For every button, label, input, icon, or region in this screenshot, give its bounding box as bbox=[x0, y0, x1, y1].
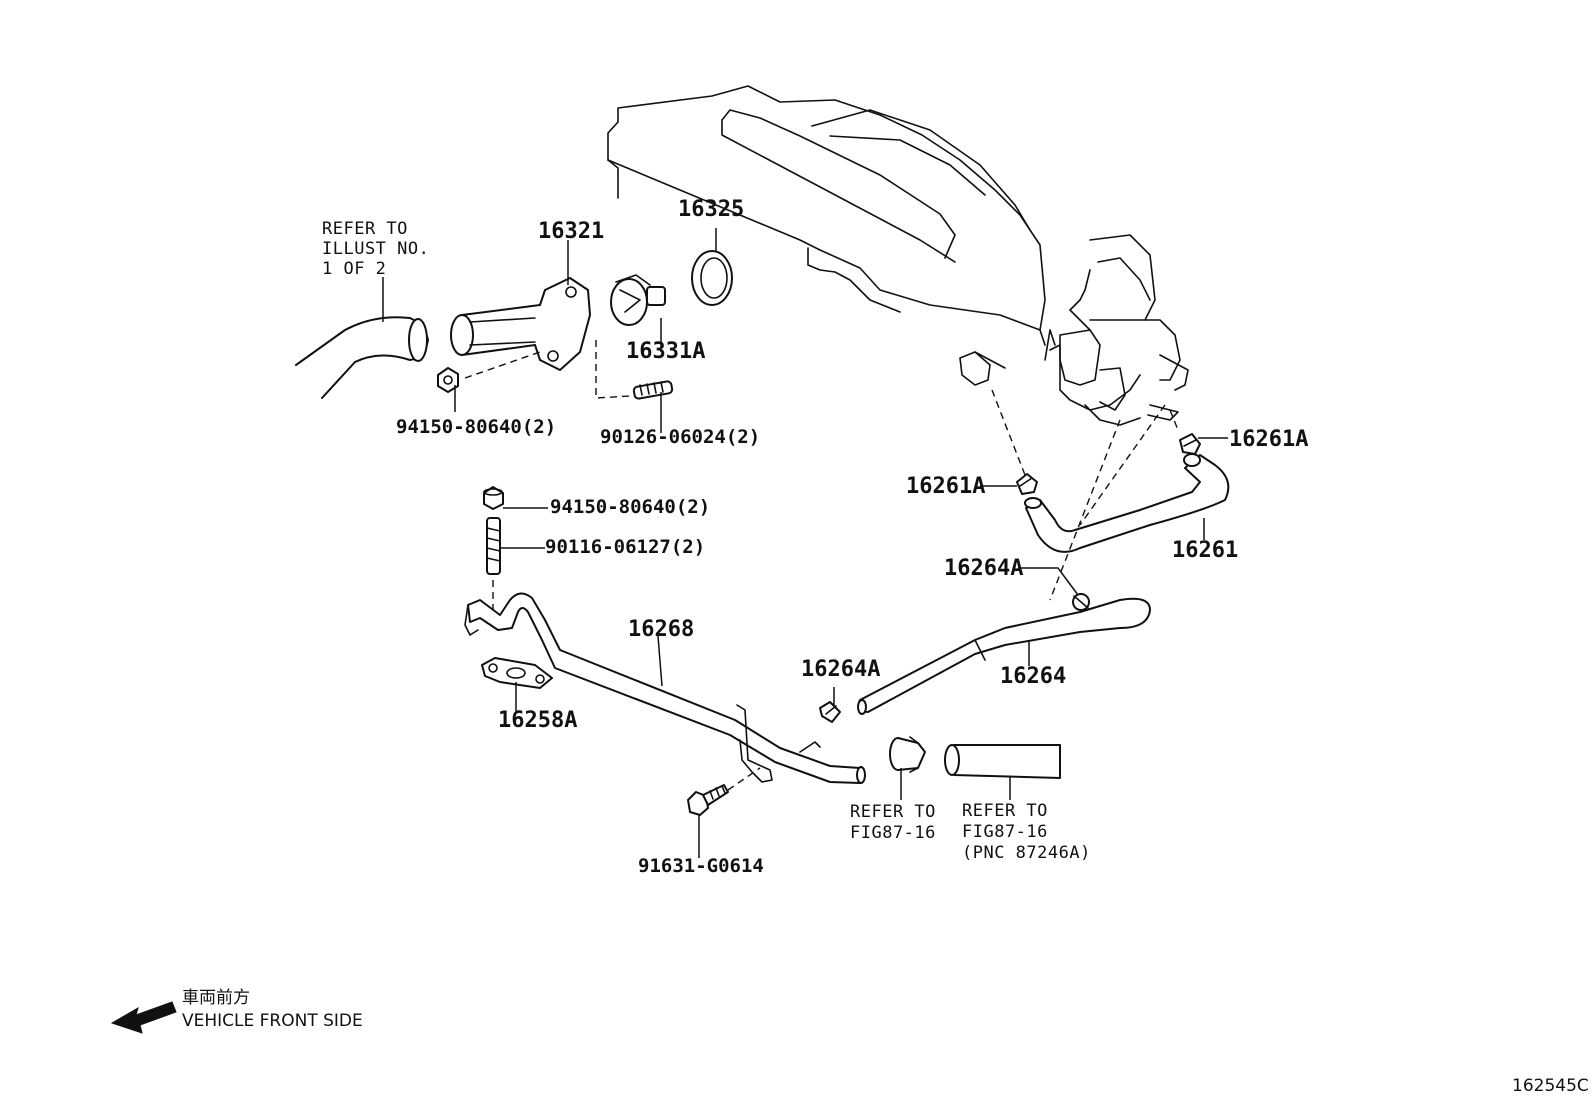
thermostat-16331A bbox=[610, 274, 666, 326]
engine-block bbox=[607, 85, 1189, 426]
label-16264: 16264 bbox=[1000, 664, 1066, 689]
front-direction-arrow-icon bbox=[110, 1001, 177, 1034]
label-16268: 16268 bbox=[628, 617, 694, 642]
refer-fig-b-line3: (PNC 87246A) bbox=[962, 843, 1091, 863]
nut-94150-top bbox=[437, 367, 459, 393]
dash-line bbox=[464, 351, 541, 379]
clamp-16261A-right bbox=[1179, 433, 1201, 455]
diagram-id: 162545C bbox=[1512, 1076, 1589, 1096]
dash-line bbox=[727, 767, 761, 791]
label-16264A-right: 16264A bbox=[944, 556, 1023, 581]
refer-illust-line1: REFER TO bbox=[322, 219, 408, 239]
clamp-16264A-right bbox=[1072, 593, 1090, 611]
refer-fig-b-line1: REFER TO bbox=[962, 801, 1048, 821]
direction-label-jp: 車両前方 bbox=[182, 988, 250, 1008]
label-91631: 91631-G0614 bbox=[638, 855, 764, 877]
stud-90126 bbox=[632, 380, 674, 400]
hose-clamp-ref bbox=[889, 736, 926, 773]
refer-fig-a-line2: FIG87-16 bbox=[850, 823, 936, 843]
heater-hose-ref bbox=[944, 744, 1061, 779]
label-16261A-left: 16261A bbox=[906, 474, 985, 499]
label-90116: 90116-06127(2) bbox=[545, 536, 705, 558]
clamp-16261A-left bbox=[1016, 473, 1038, 495]
refer-illust-line2: ILLUST NO. bbox=[322, 239, 429, 259]
dash-line bbox=[1169, 409, 1179, 431]
gasket-16258A bbox=[481, 657, 553, 689]
refer-illust-line3: 1 OF 2 bbox=[322, 259, 386, 279]
label-94150-top: 94150-80640(2) bbox=[396, 416, 556, 438]
bolt-91631 bbox=[687, 784, 729, 816]
stud-90116 bbox=[486, 517, 501, 575]
radiator-hose-upper bbox=[295, 316, 429, 399]
clamp-16264A-left bbox=[819, 701, 841, 723]
label-94150-mid: 94150-80640(2) bbox=[550, 496, 710, 518]
nut-94150-mid bbox=[483, 486, 504, 510]
label-16261: 16261 bbox=[1172, 538, 1238, 563]
label-16258A: 16258A bbox=[498, 708, 577, 733]
refer-fig-a-line1: REFER TO bbox=[850, 802, 936, 822]
label-16261A-right: 16261A bbox=[1229, 427, 1308, 452]
dash-line bbox=[595, 340, 631, 399]
hose-16261 bbox=[1024, 453, 1230, 553]
hose-16264 bbox=[857, 597, 1151, 715]
leader-lines bbox=[382, 228, 1228, 858]
water-inlet-16321 bbox=[450, 277, 591, 371]
dash-line bbox=[1079, 404, 1166, 526]
dash-line bbox=[1049, 419, 1121, 601]
gasket-16325 bbox=[691, 250, 733, 306]
dash-line bbox=[991, 389, 1026, 476]
refer-fig-b-line2: FIG87-16 bbox=[962, 822, 1048, 842]
label-16331A: 16331A bbox=[626, 339, 705, 364]
direction-label-en: VEHICLE FRONT SIDE bbox=[182, 1011, 363, 1031]
label-16321: 16321 bbox=[538, 219, 604, 244]
label-90126: 90126-06024(2) bbox=[600, 426, 760, 448]
label-16325: 16325 bbox=[678, 197, 744, 222]
label-16264A-left: 16264A bbox=[801, 657, 880, 682]
water-pipe-16268 bbox=[464, 592, 866, 784]
